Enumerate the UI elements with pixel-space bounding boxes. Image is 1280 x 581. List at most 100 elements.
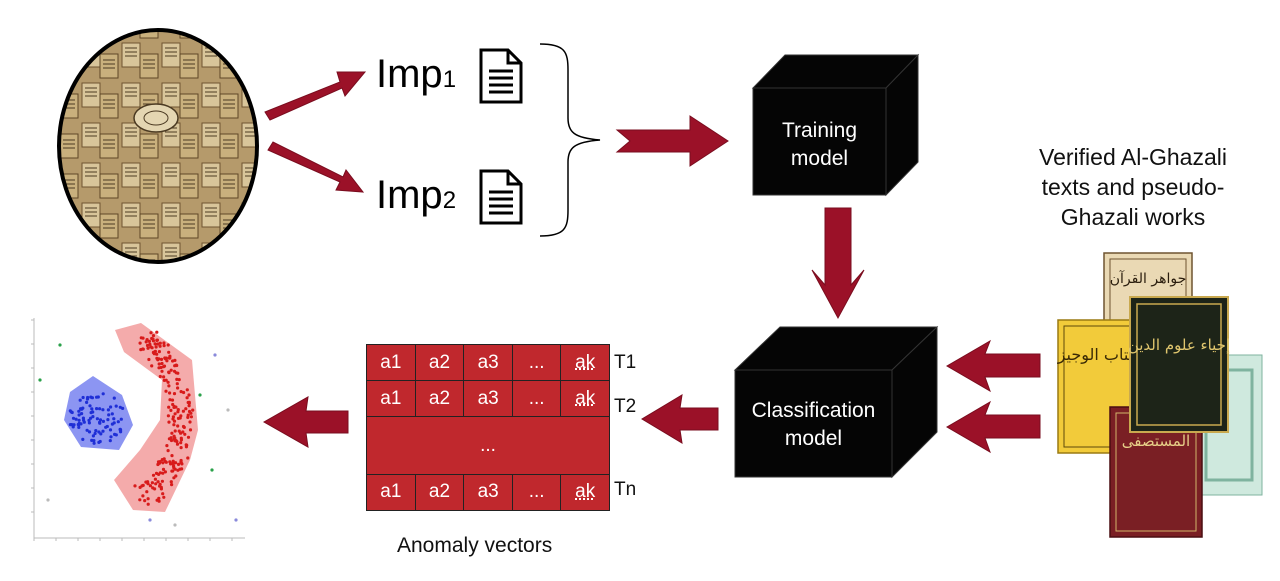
table-cell: a1 [366,343,416,382]
scatter-point [146,346,150,350]
scatter-point [95,407,99,411]
scatter-point [179,436,183,440]
grouping-brace [539,43,601,237]
imp2-text: Imp [376,173,443,217]
scatter-point [109,435,113,439]
scatter-point [46,498,50,502]
scatter-point [106,408,110,412]
scatter-point [85,428,89,432]
scatter-point [104,425,108,429]
scatter-point [101,419,105,423]
scatter-point [210,468,214,472]
scatter-point [146,480,150,484]
scatter-point [180,467,184,471]
scatter-point [169,368,173,372]
scatter-point [175,440,179,444]
scatter-point [183,432,187,436]
scatter-point [176,468,180,472]
document-icon [479,48,523,104]
scatter-point [81,437,85,441]
scatter-point [175,442,180,446]
scatter-point [151,337,155,341]
scatter-point [186,413,190,417]
scatter-point [112,417,116,421]
arrow-to-classification [811,207,865,320]
arrow-to-imp2 [267,141,365,193]
scatter-point [87,418,91,422]
scatter-point [97,430,101,434]
scatter-point [167,420,171,424]
scatter-point [188,428,193,432]
scatter-point [179,414,183,418]
scatter-point [189,411,193,415]
scatter-point [157,472,161,476]
scatter-point [149,345,153,349]
scatter-point [145,490,149,494]
scatter-point [101,392,105,396]
scatter-point [158,374,162,379]
scatter-point [153,349,157,353]
scatter-point [160,369,164,373]
row-label-tn: Tn [614,479,637,500]
scatter-point [95,395,99,399]
arrow-books-to-classification-1 [946,339,1041,393]
scatter-point [161,365,166,369]
scatter-point [172,392,177,396]
book-title-mustasfa: المستصفى [1122,432,1190,450]
table-row: ... [366,416,610,475]
scatter-point [171,402,175,407]
scatter-point [186,435,191,439]
scatter-point [186,400,190,405]
scatter-point [101,429,105,433]
classification-model-label: Classification model [751,399,876,451]
table-row: a1 a2 a3 ... ak [366,473,610,512]
scatter-point [170,398,175,402]
scatter-point [153,342,157,346]
verified-texts-label: Verified Al-Ghazali texts and pseudo- Gh… [1039,144,1227,230]
scatter-point [170,454,174,458]
scatter-point [153,477,157,481]
scatter-point [146,502,150,506]
scatter-point [162,344,166,348]
scatter-point [141,347,145,351]
scatter-point [167,371,171,375]
scatter-point [164,389,168,393]
scatter-point [79,407,83,411]
scatter-point [172,423,176,427]
scatter-point [187,393,191,397]
scatter-point [167,350,171,354]
scatter-point [171,415,175,419]
scatter-point [160,479,164,483]
scatter-points [38,330,238,527]
training-model-label: Training model [781,119,858,171]
blue-cluster-hull [64,376,133,450]
document-icon [479,169,523,225]
book-covers-image: جواهر القرآن كتاب الوجيز المستصفى إحياء … [1057,252,1263,538]
scatter-point [164,378,168,382]
scatter-point [162,341,166,345]
scatter-point [141,336,145,340]
scatter-point [89,411,93,415]
scatter-point [110,422,114,426]
scatter-point [156,480,160,484]
scatter-point [155,352,159,356]
scatter-point [179,446,183,450]
scatter-point [166,449,170,453]
scatter-point [169,438,174,443]
scatter-point [154,345,158,349]
training-model-cube [751,53,920,197]
scatter-point [77,409,81,413]
scatter-point [116,420,120,424]
scatter-point [157,499,161,503]
scatter-point [92,441,96,445]
scatter-point [176,416,181,420]
scatter-point [158,344,162,348]
scatter-point [81,395,85,400]
table-cell: a3 [463,473,513,512]
scatter-point [156,462,160,467]
scatter-point [88,404,92,408]
row-label-t2: T2 [614,396,637,417]
scatter-point [87,430,92,434]
scatter-point [86,395,90,400]
scatter-point [181,430,185,434]
